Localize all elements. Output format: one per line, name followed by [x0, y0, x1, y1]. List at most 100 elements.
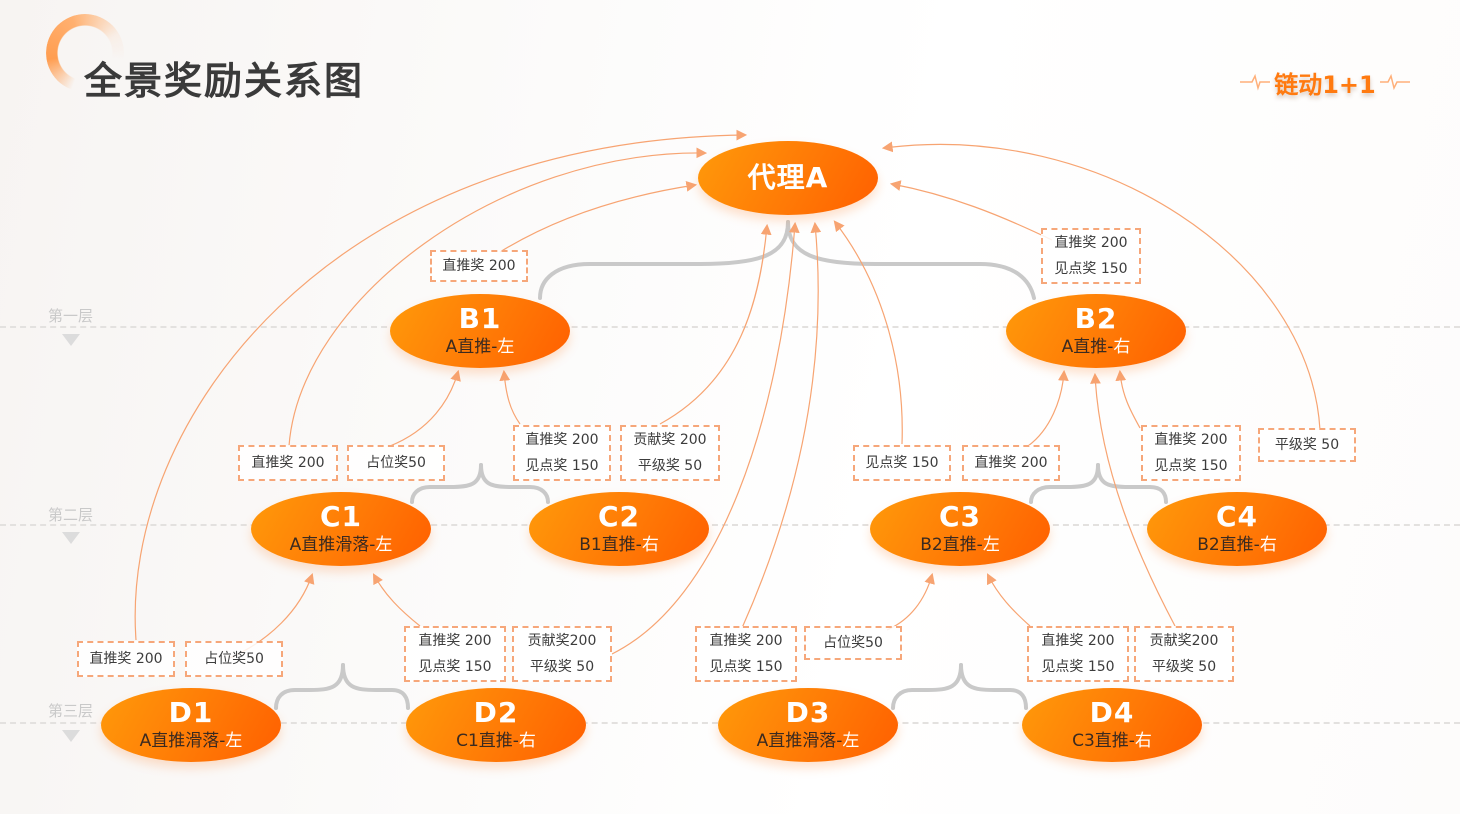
tree-link-a-b1: [538, 220, 790, 300]
reward-arrow-c1-to-b1: [389, 369, 461, 447]
reward-tag-b1-to-a: 直推奖 200: [430, 250, 528, 282]
node-c4[interactable]: C4 B2直推-右: [1147, 492, 1327, 566]
level-down-arrow-icon: [62, 532, 80, 544]
tree-link-c1-d2: [341, 663, 410, 710]
reward-text: 见点奖 150: [1054, 261, 1128, 277]
reward-arrow-c4-to-a: [881, 141, 1321, 431]
reward-tag-c3-to-a: 见点奖 150: [853, 445, 951, 481]
relation-prefix: B2直推-: [920, 535, 983, 555]
node-relation: B2直推-左: [920, 534, 1000, 556]
reward-text: 贡献奖 200: [633, 432, 707, 448]
reward-tag-c4-to-a: 平级奖 50: [1258, 428, 1356, 462]
node-name: D2: [473, 696, 519, 729]
reward-text: 平级奖 50: [529, 659, 595, 675]
reward-text: 直推奖 200: [974, 455, 1048, 471]
reward-arrow-b1-to-a: [499, 180, 698, 253]
reward-text: 直推奖 200: [1154, 432, 1228, 448]
reward-text: 平级奖 50: [1274, 437, 1340, 453]
reward-arrow-c2-to-b1: [499, 369, 521, 425]
reward-arrow-d3-to-a: [741, 221, 822, 629]
reward-tag-d1-to-c1: 占位奖50: [185, 641, 283, 677]
reward-text: 直推奖 200: [442, 258, 516, 274]
reward-tag-d2-to-c1: 直推奖 200 见点奖 150: [404, 626, 506, 682]
reward-arrow-c2-to-a: [659, 223, 772, 425]
reward-tag-c3-to-b2: 直推奖 200: [962, 445, 1060, 481]
reward-arrow-d3-to-c3: [886, 572, 935, 631]
node-name: 代理A: [747, 161, 829, 194]
relation-side: 右: [1113, 337, 1131, 357]
reward-text: 见点奖 150: [418, 659, 492, 675]
reward-arrow-c3-to-b2: [1027, 369, 1069, 447]
reward-text: 占位奖50: [204, 651, 264, 667]
reward-arrow-d4-to-c3: [987, 573, 1031, 627]
reward-text: 直推奖 200: [1054, 235, 1128, 251]
node-agent-a[interactable]: 代理A: [698, 141, 878, 215]
node-name: C4: [1215, 500, 1259, 533]
reward-arrow-d1-to-a: [134, 129, 748, 641]
node-name: D1: [168, 696, 214, 729]
relation-side: 左: [375, 535, 393, 555]
node-d1[interactable]: D1 A直推滑落-左: [101, 688, 281, 762]
node-d2[interactable]: D2 C1直推-右: [406, 688, 586, 762]
reward-text: 直推奖 200: [418, 633, 492, 649]
node-c2[interactable]: C2 B1直推-右: [529, 492, 709, 566]
reward-tag-c1-to-b1: 占位奖50: [347, 445, 445, 481]
level-down-arrow-icon: [62, 730, 80, 742]
brand-logo: 链动1+1: [1240, 62, 1410, 102]
node-c1[interactable]: C1 A直推滑落-左: [251, 492, 431, 566]
reward-text: 直推奖 200: [709, 633, 783, 649]
level-divider-1: [0, 326, 1460, 328]
reward-text: 直推奖 200: [1041, 633, 1115, 649]
reward-arrow-b2-to-a: [889, 180, 1053, 241]
tree-link-c3-d4: [959, 663, 1028, 710]
reward-text: 占位奖50: [366, 455, 426, 471]
node-c3[interactable]: C3 B2直推-左: [870, 492, 1050, 566]
tree-link-a-b2: [786, 220, 1036, 300]
reward-tag-c2-to-b1: 直推奖 200 见点奖 150: [513, 425, 611, 481]
node-relation: C3直推-右: [1072, 730, 1152, 752]
relation-side: 右: [641, 535, 659, 555]
reward-text: 直推奖 200: [89, 651, 163, 667]
relation-side: 右: [518, 731, 536, 751]
reward-tag-d2-to-a: 贡献奖200 平级奖 50: [512, 626, 612, 682]
relation-side: 左: [982, 535, 1000, 555]
reward-tag-d4-to-c3: 直推奖 200 见点奖 150: [1027, 626, 1129, 682]
tree-link-c3-d3: [891, 663, 963, 710]
relation-side: 右: [1259, 535, 1277, 555]
reward-text: 占位奖50: [823, 635, 883, 651]
level-label-2: 第二层: [48, 506, 94, 524]
reward-text: 直推奖 200: [525, 432, 599, 448]
reward-tag-d1-to-a: 直推奖 200: [77, 641, 175, 677]
node-d4[interactable]: D4 C3直推-右: [1022, 688, 1202, 762]
node-relation: C1直推-右: [456, 730, 536, 752]
node-b2[interactable]: B2 A直推-右: [1006, 294, 1186, 368]
node-d3[interactable]: D3 A直推滑落-左: [718, 688, 898, 762]
node-b1[interactable]: B1 A直推-左: [390, 294, 570, 368]
level-label-1: 第一层: [48, 307, 94, 325]
relation-prefix: C3直推-: [1072, 731, 1135, 751]
reward-tag-d3-to-a: 直推奖 200 见点奖 150: [695, 626, 797, 682]
relation-prefix: B2直推-: [1197, 535, 1260, 555]
relation-side: 左: [225, 731, 243, 751]
pulse-line-icon: [1240, 73, 1271, 91]
pulse-line-icon: [1379, 73, 1410, 91]
reward-text: 平级奖 50: [1151, 659, 1217, 675]
relation-side: 左: [842, 731, 860, 751]
brand-text: 链动1+1: [1274, 70, 1376, 99]
reward-arrow-d4-to-b2: [1090, 372, 1176, 627]
reward-arrow-c3-to-a: [833, 220, 903, 445]
reward-arrow-c4-to-b2: [1115, 369, 1141, 429]
relation-prefix: A直推-: [445, 337, 498, 357]
relation-side: 右: [1134, 731, 1152, 751]
relation-prefix: A直推滑落-: [139, 731, 226, 751]
title-decoration-ring: [46, 14, 124, 92]
reward-text: 见点奖 150: [865, 455, 939, 471]
reward-text: 见点奖 150: [709, 659, 783, 675]
node-name: C2: [597, 500, 641, 533]
reward-tag-b2-to-a: 直推奖 200 见点奖 150: [1041, 228, 1141, 284]
node-relation: A直推-右: [1062, 336, 1131, 358]
node-name: B1: [458, 302, 502, 335]
reward-text: 平级奖 50: [637, 458, 703, 474]
relation-prefix: A直推滑落-: [756, 731, 843, 751]
relation-side: 左: [497, 337, 515, 357]
